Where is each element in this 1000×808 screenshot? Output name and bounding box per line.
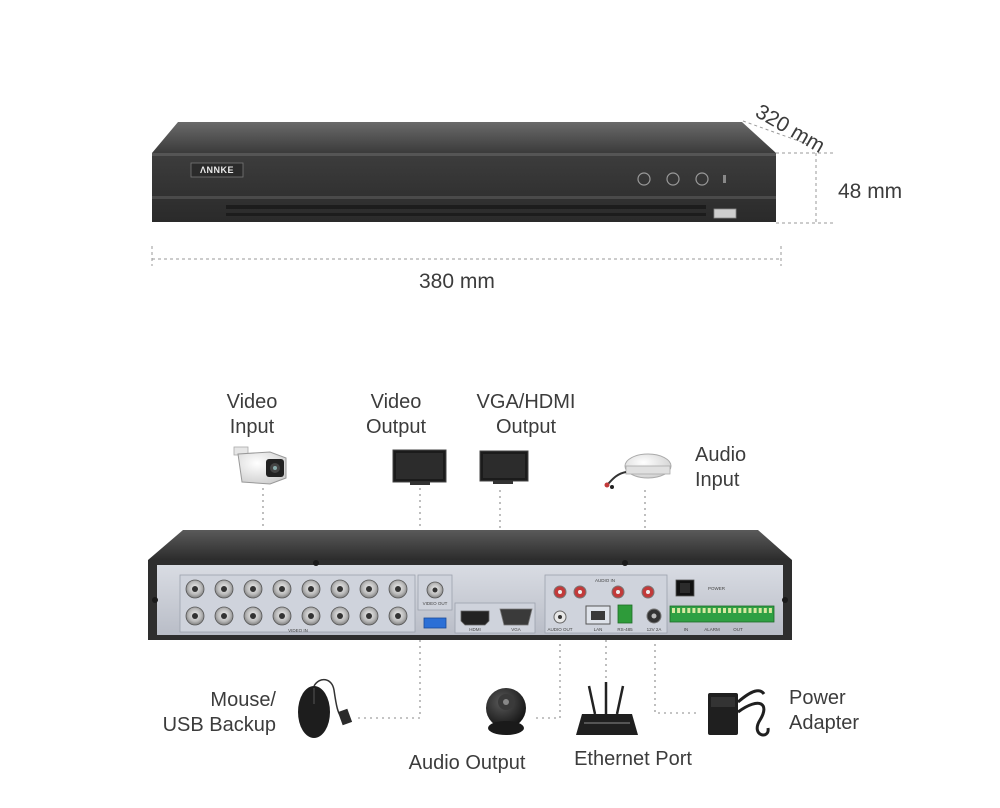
height-dimension-label: 48 mm [838, 180, 903, 203]
power-label: POWER [708, 586, 726, 591]
power-adapter-label: Power Adapter [789, 686, 859, 736]
vga-label: VGA [511, 627, 521, 632]
power-adapter-label-line1: Power [789, 687, 846, 709]
audio-input-label: Audio Input [695, 443, 746, 493]
video-in-panel [179, 574, 416, 633]
vga-hdmi-output-label: VGA/HDMI Output [468, 390, 584, 440]
dvr-front-view [152, 122, 776, 222]
alarm-in-label: IN [684, 627, 689, 632]
bnc-connector [185, 579, 205, 599]
audio-in-label: AUDIO IN [595, 578, 615, 583]
vga-hdmi-output-label-line1: VGA/HDMI [476, 391, 576, 413]
power-adapter-icon [708, 689, 770, 737]
bnc-connector [301, 579, 321, 599]
video-in-connectors [185, 579, 408, 626]
bnc-connector [359, 606, 379, 626]
alarm-out-label: OUT [733, 627, 743, 632]
monitor-icon [479, 450, 529, 484]
mouse-usb-label-line2: USB Backup [162, 714, 276, 736]
vga-port [499, 608, 533, 626]
bnc-connector [388, 579, 408, 599]
mouse-usb-label: Mouse/ USB Backup [160, 688, 276, 738]
bnc-connector [185, 606, 205, 626]
video-output-label-line2: Output [365, 416, 427, 438]
ethernet-port-label: Ethernet Port [574, 748, 692, 770]
bnc-connector [243, 606, 263, 626]
dvr-rear-view [148, 530, 792, 640]
audio-in-connectors [553, 585, 655, 599]
audio-input-label-line2: Input [695, 469, 740, 491]
video-output-label: Video Output [355, 390, 437, 440]
rear-panel-labels: VIDEO IN VIDEO OUT HDMI VGA AUDIO IN AUD… [288, 578, 743, 633]
front-usb-port [713, 208, 737, 219]
bnc-connector [330, 606, 350, 626]
alarm-label: ALARM [704, 627, 720, 632]
dc-label: 12V 2A [647, 627, 662, 632]
video-input-label: Video Input [212, 390, 292, 440]
width-dimension-label: 380 mm [419, 270, 495, 293]
front-button-icon [637, 172, 726, 186]
audio-out-label: AUDIO OUT [547, 627, 572, 632]
bnc-connector [272, 579, 292, 599]
video-input-label-line1: Video [226, 391, 278, 413]
bullet-camera-icon [233, 446, 287, 485]
alarm-terminal-block [669, 605, 775, 623]
bnc-connector [388, 606, 408, 626]
mouse-usb-label-line1: Mouse/ [210, 689, 276, 711]
rear-usb-port [423, 617, 447, 629]
rs485-label: RS-485 [617, 627, 633, 632]
bnc-connector [330, 579, 350, 599]
vga-hdmi-output-label-line2: Output [495, 416, 557, 438]
bnc-connector [214, 579, 234, 599]
monitor-icon [392, 449, 447, 485]
mouse-icon [298, 678, 353, 738]
audio-input-label-line1: Audio [695, 444, 747, 466]
video-input-label-line2: Input [229, 416, 275, 438]
speaker-icon [486, 688, 526, 735]
dimension-lines [151, 120, 836, 266]
power-adapter-label-line2: Adapter [789, 712, 860, 734]
audio-output-label: Audio Output [408, 752, 526, 774]
video-output-label-line1: Video [370, 391, 422, 413]
rs485-terminal [617, 604, 633, 624]
router-icon [576, 682, 638, 735]
bnc-connector [301, 606, 321, 626]
bnc-connector [214, 606, 234, 626]
bnc-connector [243, 579, 263, 599]
microphone-icon [604, 453, 672, 489]
video-in-label: VIDEO IN [288, 628, 308, 633]
lan-label: LAN [594, 627, 603, 632]
brand-logo: ΛNNKE [199, 165, 234, 175]
hdmi-port [460, 610, 490, 626]
bnc-connector [359, 579, 379, 599]
hdmi-label: HDMI [469, 627, 481, 632]
brand-badge [190, 162, 244, 178]
video-out-label: VIDEO OUT [423, 601, 448, 606]
bnc-connector [272, 606, 292, 626]
